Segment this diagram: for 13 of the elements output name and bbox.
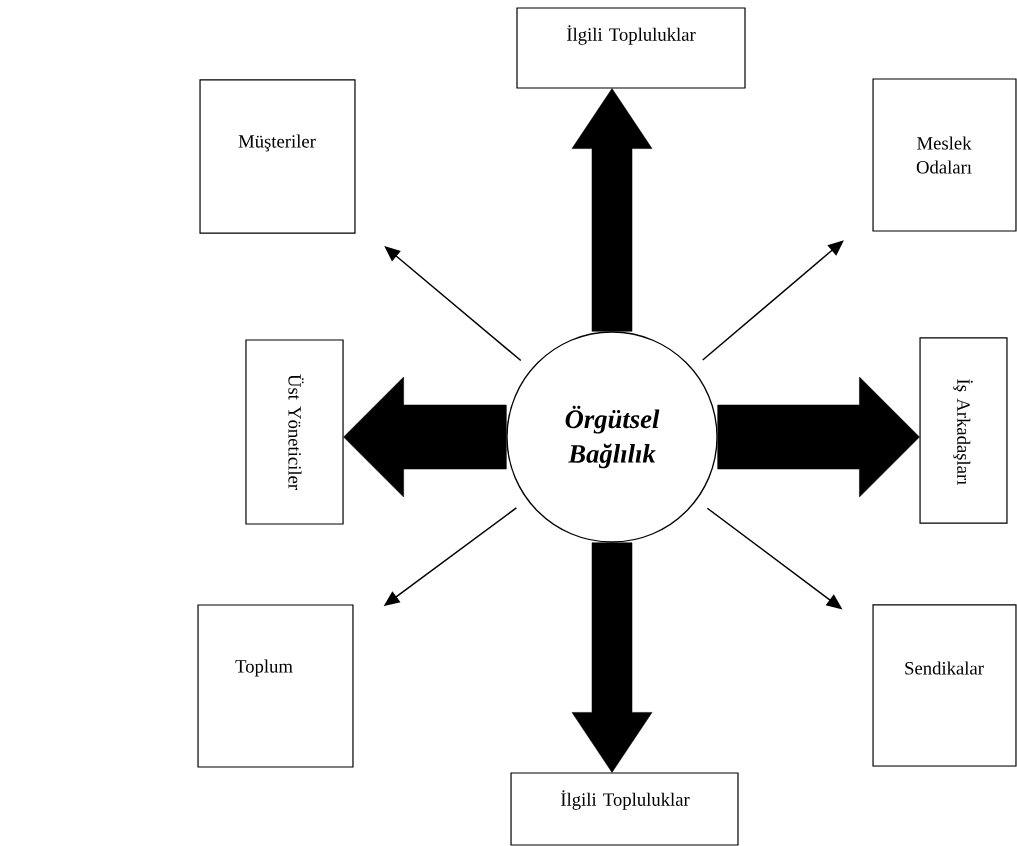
group-box: Toplum bbox=[197, 604, 354, 768]
arrow bbox=[702, 240, 844, 361]
group-box: Üst Yöneticiler bbox=[245, 339, 344, 525]
group-box: İlgili Topluluklar bbox=[516, 7, 746, 89]
group-box: İlgili Topluluklar bbox=[510, 772, 739, 846]
group-box: Müşteriler bbox=[199, 79, 356, 234]
block-arrow bbox=[571, 542, 653, 773]
block-arrow bbox=[343, 376, 507, 498]
block-arrow bbox=[717, 376, 920, 498]
block-arrow bbox=[571, 88, 653, 332]
group-box: İş Arkadaşları bbox=[919, 337, 1008, 524]
group-box: Meslek Odaları bbox=[872, 78, 1017, 232]
group-box: Sendikalar bbox=[872, 604, 1017, 767]
